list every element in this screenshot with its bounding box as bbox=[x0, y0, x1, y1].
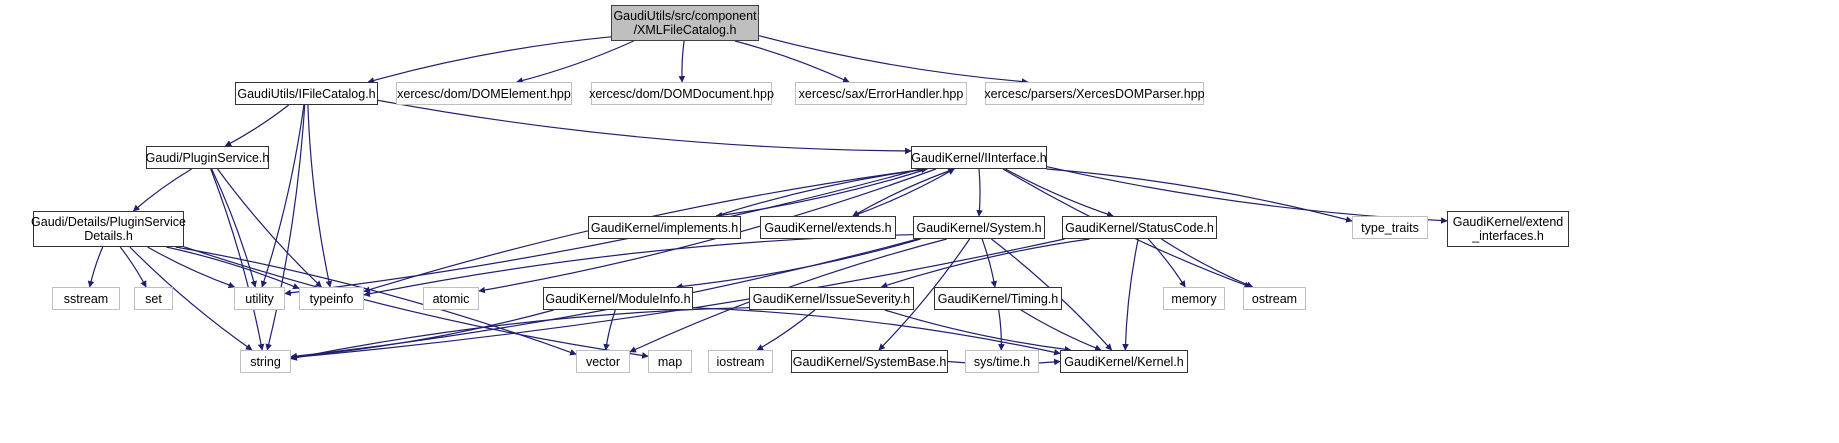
edge-iinterface-to-utility bbox=[284, 168, 921, 297]
graph-node-memory[interactable]: memory bbox=[1163, 287, 1225, 310]
edge-system-to-typeinfo bbox=[363, 234, 914, 297]
edge-ifilecat-to-pluginsvc bbox=[224, 104, 290, 147]
graph-node-systembase[interactable]: GaudiKernel/SystemBase.h bbox=[791, 350, 948, 373]
graph-node-sstream[interactable]: sstream bbox=[52, 287, 120, 310]
edge-ifilecat-to-string bbox=[265, 104, 306, 351]
edge-root-to-domelem bbox=[516, 40, 634, 84]
graph-node-domdoc[interactable]: xercesc/dom/DOMDocument.hpp bbox=[589, 82, 774, 105]
edge-iinterface-to-statuscode bbox=[1005, 168, 1114, 218]
edge-statuscode-to-issuesev bbox=[880, 238, 1090, 289]
edge-timing-to-kernel bbox=[1020, 309, 1102, 351]
graph-node-pluginsvcd[interactable]: Gaudi/Details/PluginService Details.h bbox=[31, 211, 186, 247]
edge-system-to-systembase bbox=[878, 238, 971, 351]
graph-node-statuscode[interactable]: GaudiKernel/StatusCode.h bbox=[1062, 216, 1217, 239]
graph-node-systime[interactable]: sys/time.h bbox=[965, 350, 1039, 373]
graph-node-moduleinfo[interactable]: GaudiKernel/ModuleInfo.h bbox=[543, 287, 693, 310]
edge-pluginsvc-to-typeinfo bbox=[217, 168, 322, 288]
edge-iinterface-to-typetraits bbox=[1046, 168, 1353, 223]
edge-iinterface-to-extends bbox=[852, 168, 955, 217]
edge-system-to-timing bbox=[981, 238, 998, 288]
edge-root-to-xercesparse bbox=[758, 35, 1029, 85]
graph-node-typeinfo[interactable]: typeinfo bbox=[299, 287, 364, 310]
edge-iinterface-to-implements bbox=[715, 168, 928, 219]
edge-moduleinfo-to-vector bbox=[603, 309, 616, 351]
graph-node-root[interactable]: GaudiUtils/src/component /XMLFileCatalog… bbox=[611, 5, 759, 41]
graph-node-issuesev[interactable]: GaudiKernel/IssueSeverity.h bbox=[749, 287, 914, 310]
graph-node-domelem[interactable]: xercesc/dom/DOMElement.hpp bbox=[396, 82, 572, 105]
graph-node-atomic[interactable]: atomic bbox=[423, 287, 479, 310]
edge-moduleinfo-to-string bbox=[290, 309, 554, 360]
edge-statuscode-to-kernel bbox=[1122, 238, 1139, 351]
graph-node-pluginsvc[interactable]: Gaudi/PluginService.h bbox=[146, 146, 269, 169]
graph-node-iostream[interactable]: iostream bbox=[708, 350, 773, 373]
edge-iinterface-to-atomic bbox=[478, 168, 937, 294]
graph-node-extends[interactable]: GaudiKernel/extends.h bbox=[760, 216, 896, 239]
edge-pluginsvc-to-pluginsvcd bbox=[132, 168, 192, 212]
edge-implements-to-iinterface bbox=[716, 166, 928, 217]
graph-node-extendif[interactable]: GaudiKernel/extend _interfaces.h bbox=[1447, 211, 1569, 247]
graph-node-utility[interactable]: utility bbox=[234, 287, 285, 310]
edge-root-to-errhandler bbox=[734, 40, 850, 83]
graph-node-kernel[interactable]: GaudiKernel/Kernel.h bbox=[1060, 350, 1188, 373]
edge-pluginsvc-to-string bbox=[210, 168, 265, 351]
edge-pluginsvcd-to-map bbox=[183, 246, 649, 359]
edge-statuscode-to-memory bbox=[1147, 238, 1186, 288]
graph-node-map[interactable]: map bbox=[648, 350, 692, 373]
edge-issuesev-to-iostream bbox=[756, 309, 816, 351]
graph-node-system[interactable]: GaudiKernel/System.h bbox=[913, 216, 1045, 239]
edge-root-to-ifilecat bbox=[367, 36, 612, 84]
edge-pluginsvcd-to-set bbox=[119, 246, 147, 288]
edge-iinterface-to-system bbox=[976, 168, 983, 217]
graph-node-ifilecat[interactable]: GaudiUtils/IFileCatalog.h bbox=[235, 82, 378, 105]
edge-extends-to-iinterface bbox=[852, 168, 955, 217]
graph-node-implements[interactable]: GaudiKernel/implements.h bbox=[588, 216, 741, 239]
edge-root-to-domdoc bbox=[678, 40, 686, 83]
edge-pluginsvcd-to-string bbox=[129, 246, 253, 351]
graph-node-iinterface[interactable]: GaudiKernel/IInterface.h bbox=[911, 146, 1047, 169]
edge-pluginsvc-to-utility bbox=[211, 168, 257, 288]
edge-pluginsvcd-to-typeinfo bbox=[166, 246, 300, 290]
edge-ifilecat-to-utility bbox=[260, 104, 305, 288]
edge-ifilecat-to-iinterface bbox=[377, 99, 912, 155]
graph-node-set[interactable]: set bbox=[134, 287, 173, 310]
graph-node-xercesparse[interactable]: xercesc/parsers/XercesDOMParser.hpp bbox=[984, 82, 1205, 105]
edge-statuscode-to-ostream bbox=[1161, 238, 1254, 288]
graph-node-string[interactable]: string bbox=[240, 350, 291, 373]
edge-pluginsvcd-to-sstream bbox=[87, 246, 104, 288]
edge-system-to-moduleinfo bbox=[675, 238, 921, 290]
graph-node-typetraits[interactable]: type_traits bbox=[1352, 216, 1428, 239]
edge-moduleinfo-to-kernel bbox=[692, 307, 1061, 356]
edge-timing-to-systime bbox=[998, 309, 1005, 351]
edge-pluginsvcd-to-utility bbox=[147, 246, 236, 289]
graph-node-vector[interactable]: vector bbox=[576, 350, 630, 373]
graph-node-errhandler[interactable]: xercesc/sax/ErrorHandler.hpp bbox=[795, 82, 967, 105]
graph-node-timing[interactable]: GaudiKernel/Timing.h bbox=[934, 287, 1062, 310]
edge-issuesev-to-kernel bbox=[884, 309, 1072, 353]
graph-node-ostream[interactable]: ostream bbox=[1243, 287, 1306, 310]
edge-ifilecat-to-typeinfo bbox=[307, 104, 333, 288]
